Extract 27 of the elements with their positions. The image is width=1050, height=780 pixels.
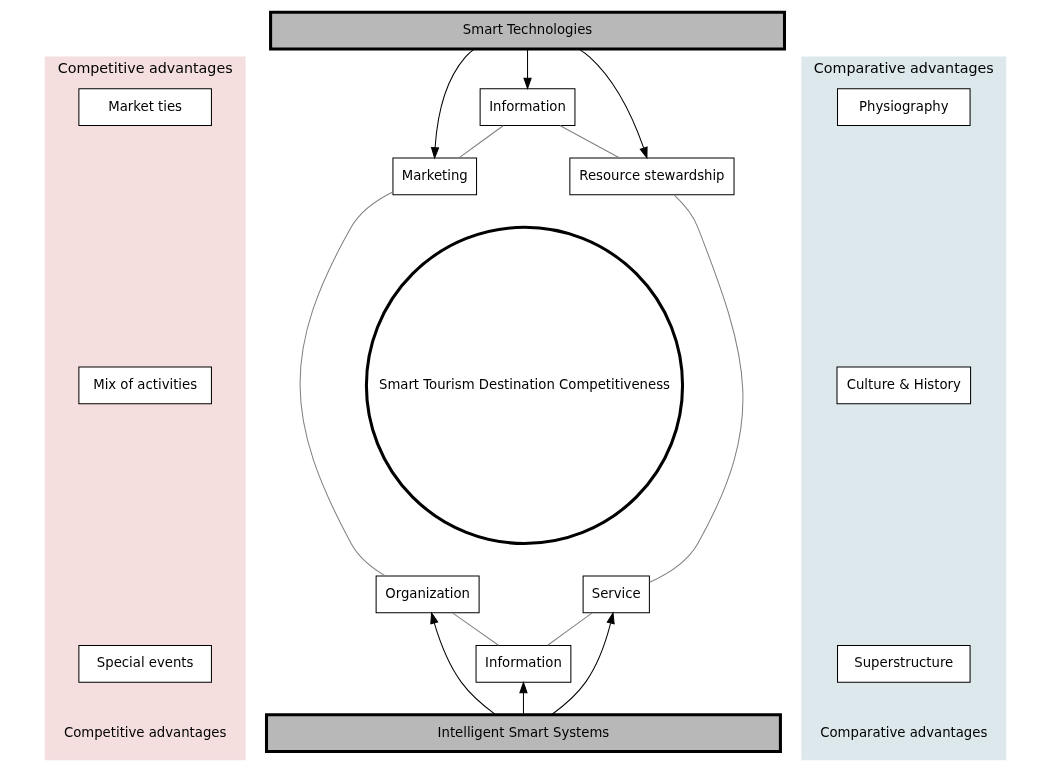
- arrow: [518, 680, 528, 715]
- arrow: [429, 611, 496, 716]
- node-box: Market ties: [77, 88, 212, 126]
- node-box: Organization: [375, 575, 480, 614]
- arrow: [550, 611, 615, 716]
- node-box: Mix of activities: [77, 366, 212, 405]
- node-box: Smart Technologies: [268, 10, 786, 51]
- node-box: Service: [582, 575, 650, 614]
- connector: [648, 194, 743, 583]
- arrow: [522, 48, 532, 91]
- node-box: Physiography: [836, 88, 971, 126]
- arrow: [430, 48, 475, 160]
- node-box: Culture & History: [836, 366, 971, 405]
- connector: [299, 191, 393, 577]
- node-box: Marketing: [391, 157, 477, 196]
- node-circle: Smart Tourism Destination Competitiveness: [364, 225, 684, 545]
- node-box: Superstructure: [836, 644, 971, 683]
- connector: [558, 125, 620, 159]
- node-box: Resource stewardship: [568, 157, 735, 196]
- connector: [457, 125, 504, 159]
- connector: [546, 612, 592, 646]
- arrow: [577, 48, 648, 160]
- node-box: Information: [479, 88, 575, 126]
- connector: [451, 612, 499, 646]
- node-box: Information: [475, 644, 571, 683]
- node-box: Intelligent Smart Systems: [264, 713, 782, 753]
- node-box: Special events: [77, 644, 212, 683]
